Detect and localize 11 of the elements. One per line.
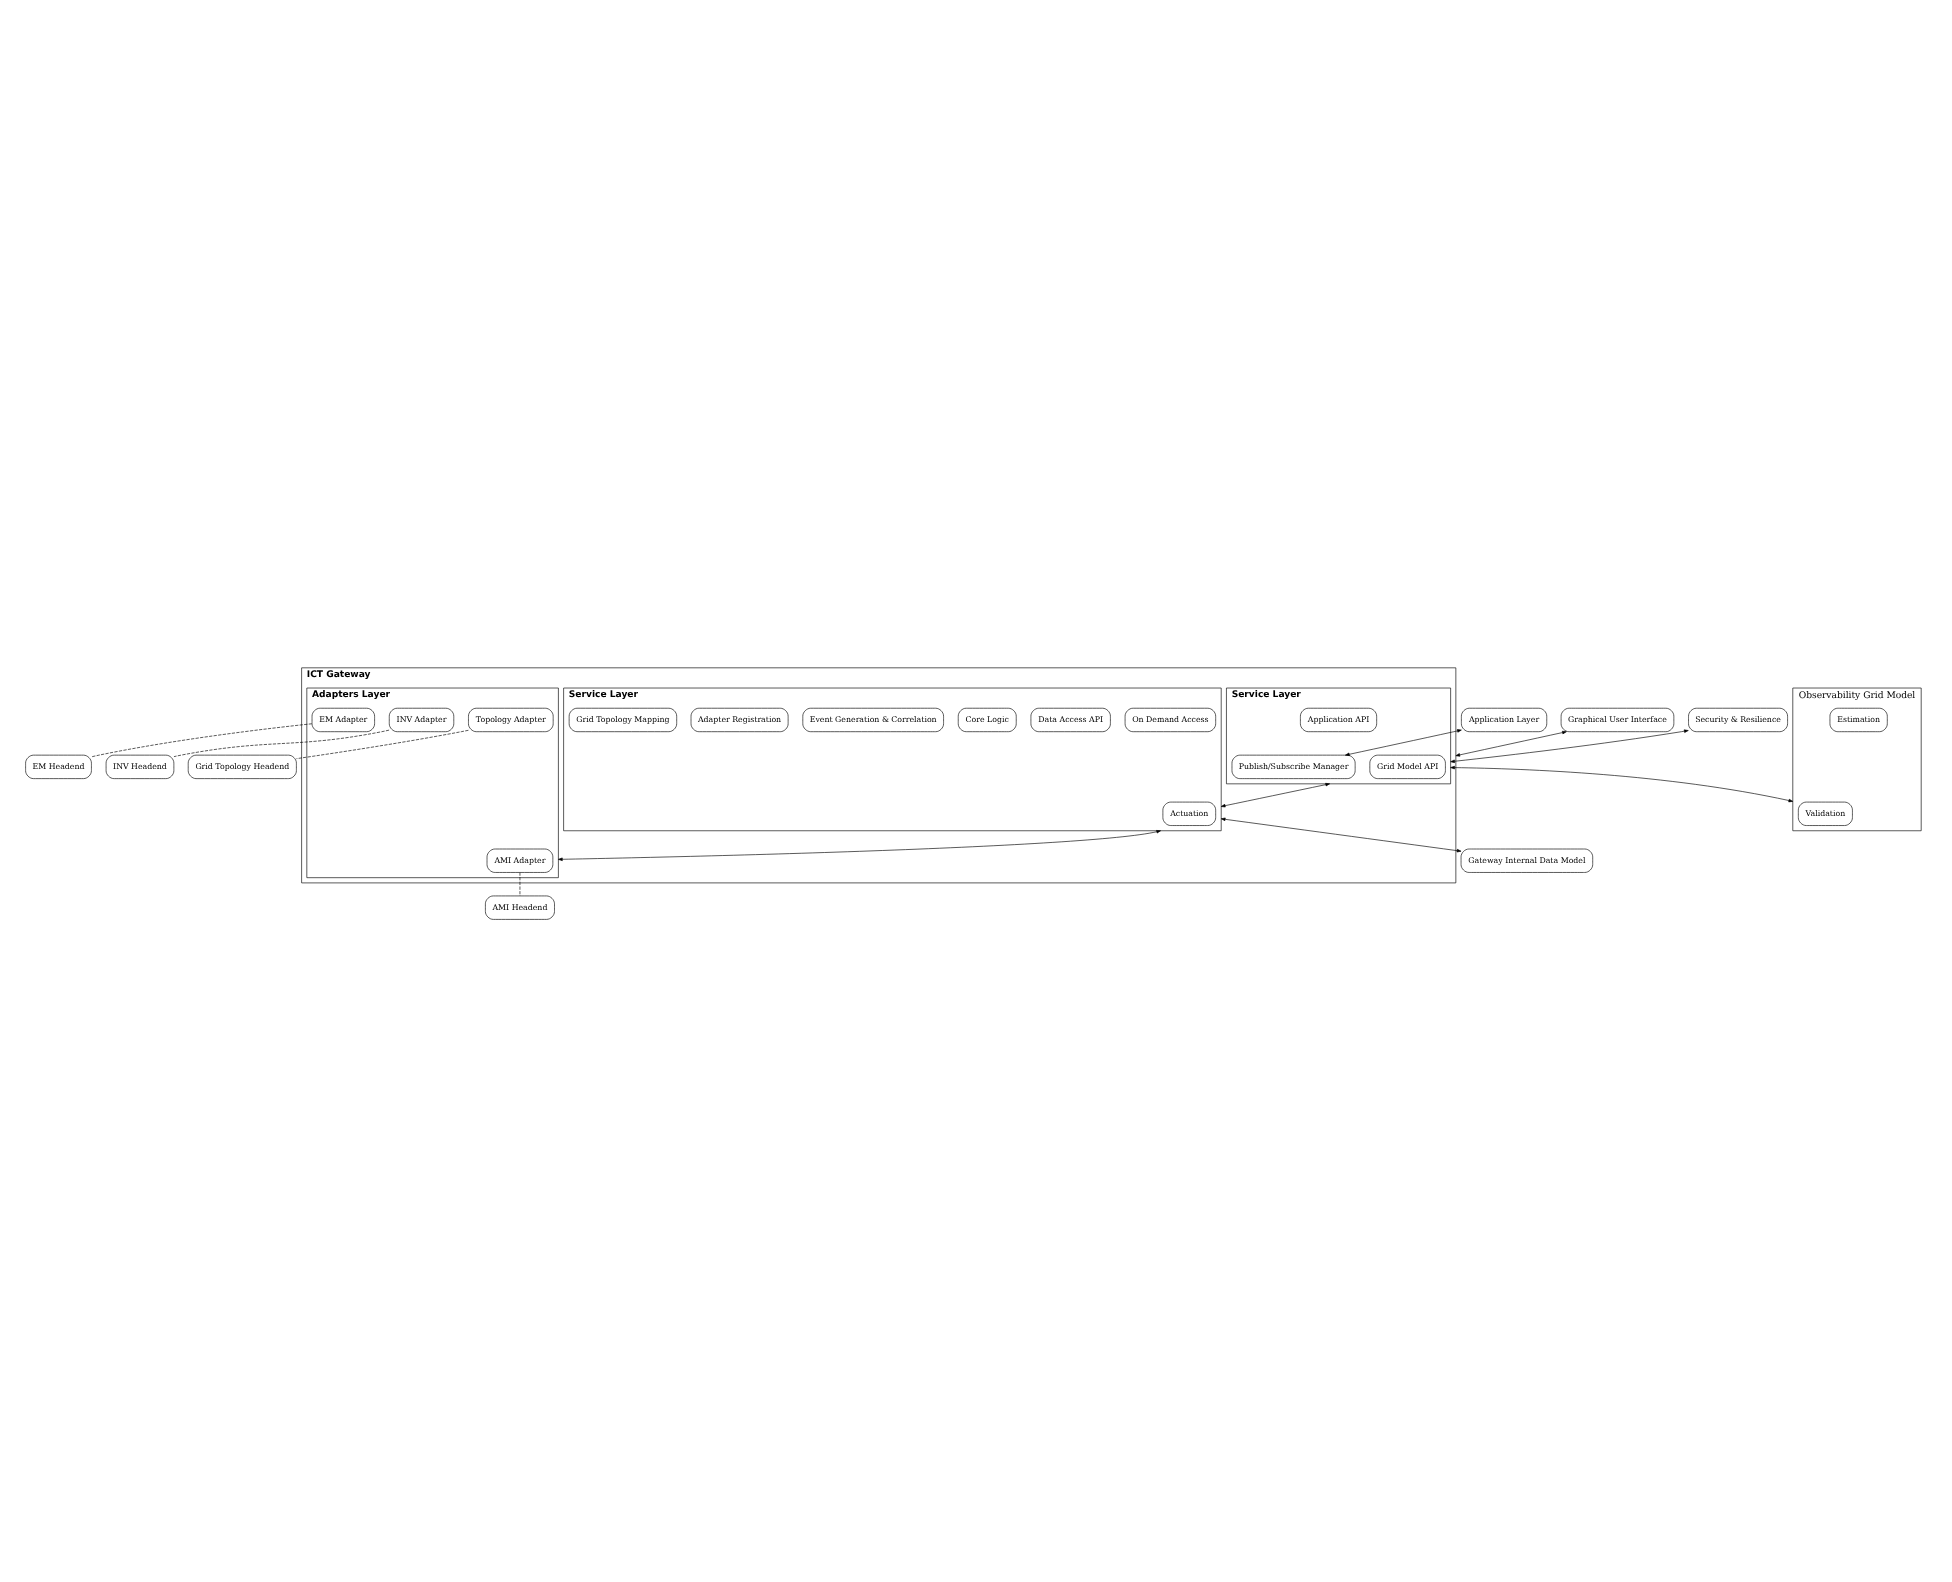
arrow bbox=[1450, 765, 1794, 803]
connector bbox=[296, 729, 469, 759]
connector bbox=[173, 729, 390, 757]
arrow bbox=[1345, 729, 1462, 756]
connector bbox=[91, 723, 313, 758]
connector bbox=[519, 872, 521, 897]
arrow bbox=[1220, 817, 1462, 853]
arrow bbox=[558, 830, 1161, 861]
arrow bbox=[1450, 729, 1689, 763]
arrow bbox=[1220, 782, 1330, 808]
arrow bbox=[1455, 730, 1567, 757]
